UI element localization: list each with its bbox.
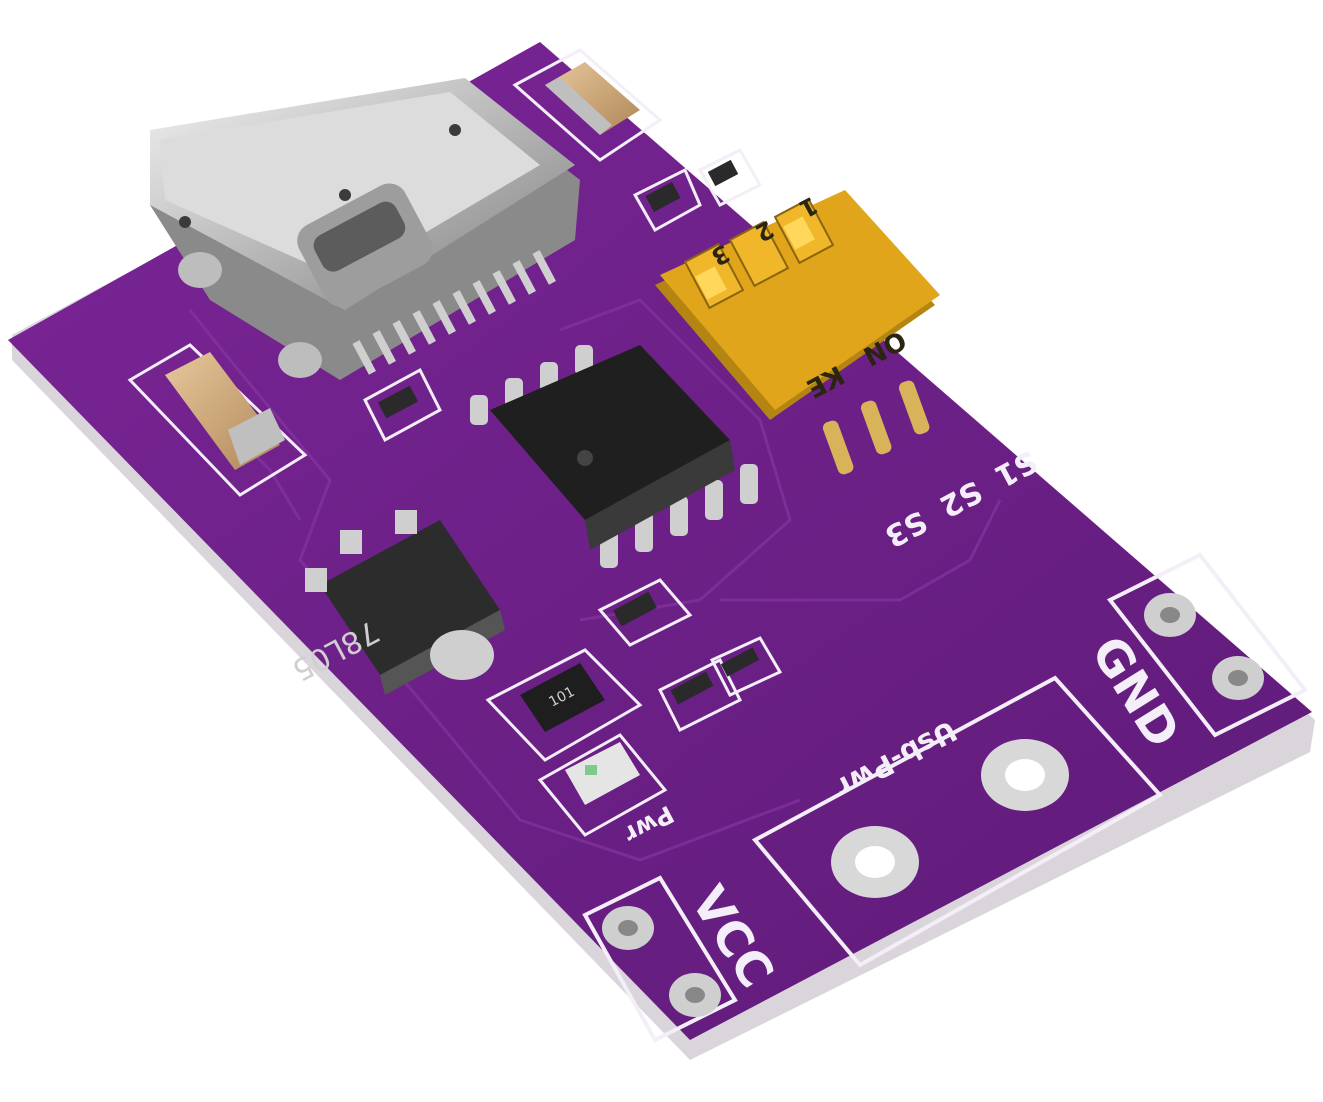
usb-pwr-header [751,675,1164,968]
usb-c-port-icon [150,78,580,380]
capacitor-left [127,343,308,497]
capacitor-top [512,48,663,162]
gnd-header [1106,552,1309,738]
vcc-header [582,875,738,1043]
smd-pads [377,159,760,705]
soic-chip-icon [470,345,758,568]
dip-switch: 1 2 3 ON KE [655,190,940,475]
smd-footprints [363,148,783,733]
led-icon [537,733,668,837]
resistor-101: 101 [485,648,643,762]
